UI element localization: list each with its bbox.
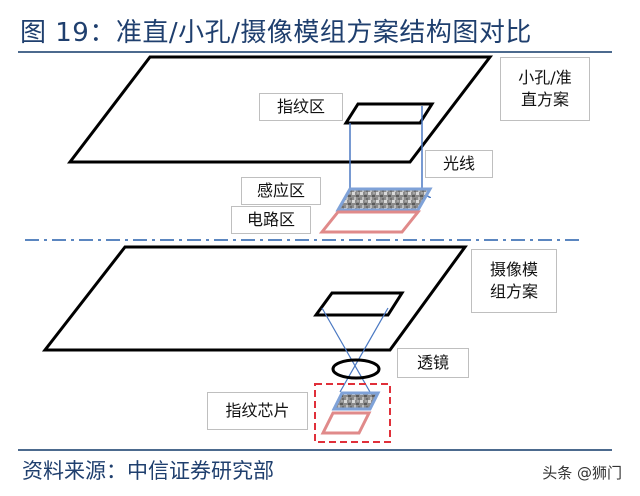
top-cover-panel [66, 55, 494, 164]
source-note: 资料来源：中信证券研究部 [22, 459, 274, 483]
circuit-area-label: 电路区 [231, 206, 311, 234]
camera-module-scheme-label: 摄像模组方案 [471, 249, 557, 313]
top-sensing-area [335, 187, 433, 212]
watermark: 头条 @狮门 [542, 464, 622, 482]
fingerprint-chip-box [314, 383, 391, 443]
scheme-label-line2: 组方案 [489, 282, 538, 301]
figure-title: 图 19：准直/小孔/摄像模组方案结构图对比 [20, 18, 532, 48]
sensing-area-label: 感应区 [241, 177, 321, 205]
bottom-sensing-area [331, 391, 381, 411]
light-rays-label: 光线 [425, 150, 493, 178]
lens-label: 透镜 [397, 348, 469, 378]
top-circuit-area [318, 210, 422, 234]
source-divider [18, 449, 612, 451]
scheme-label-line2: 直方案 [520, 90, 569, 109]
lens [331, 358, 381, 380]
top-fingerprint-area [343, 102, 435, 125]
pinhole-collimator-scheme-label: 小孔/准直方案 [500, 57, 590, 121]
scheme-label-line1: 摄像模 [489, 259, 538, 279]
fingerprint-area-label: 指纹区 [259, 93, 343, 121]
bottom-circuit-area [320, 411, 372, 435]
fingerprint-chip-label: 指纹芯片 [207, 392, 308, 430]
scheme-label-line1: 小孔/准 [518, 67, 572, 87]
bottom-cover-panel [41, 245, 468, 352]
title-divider [18, 51, 612, 53]
bottom-fingerprint-area [313, 291, 405, 317]
